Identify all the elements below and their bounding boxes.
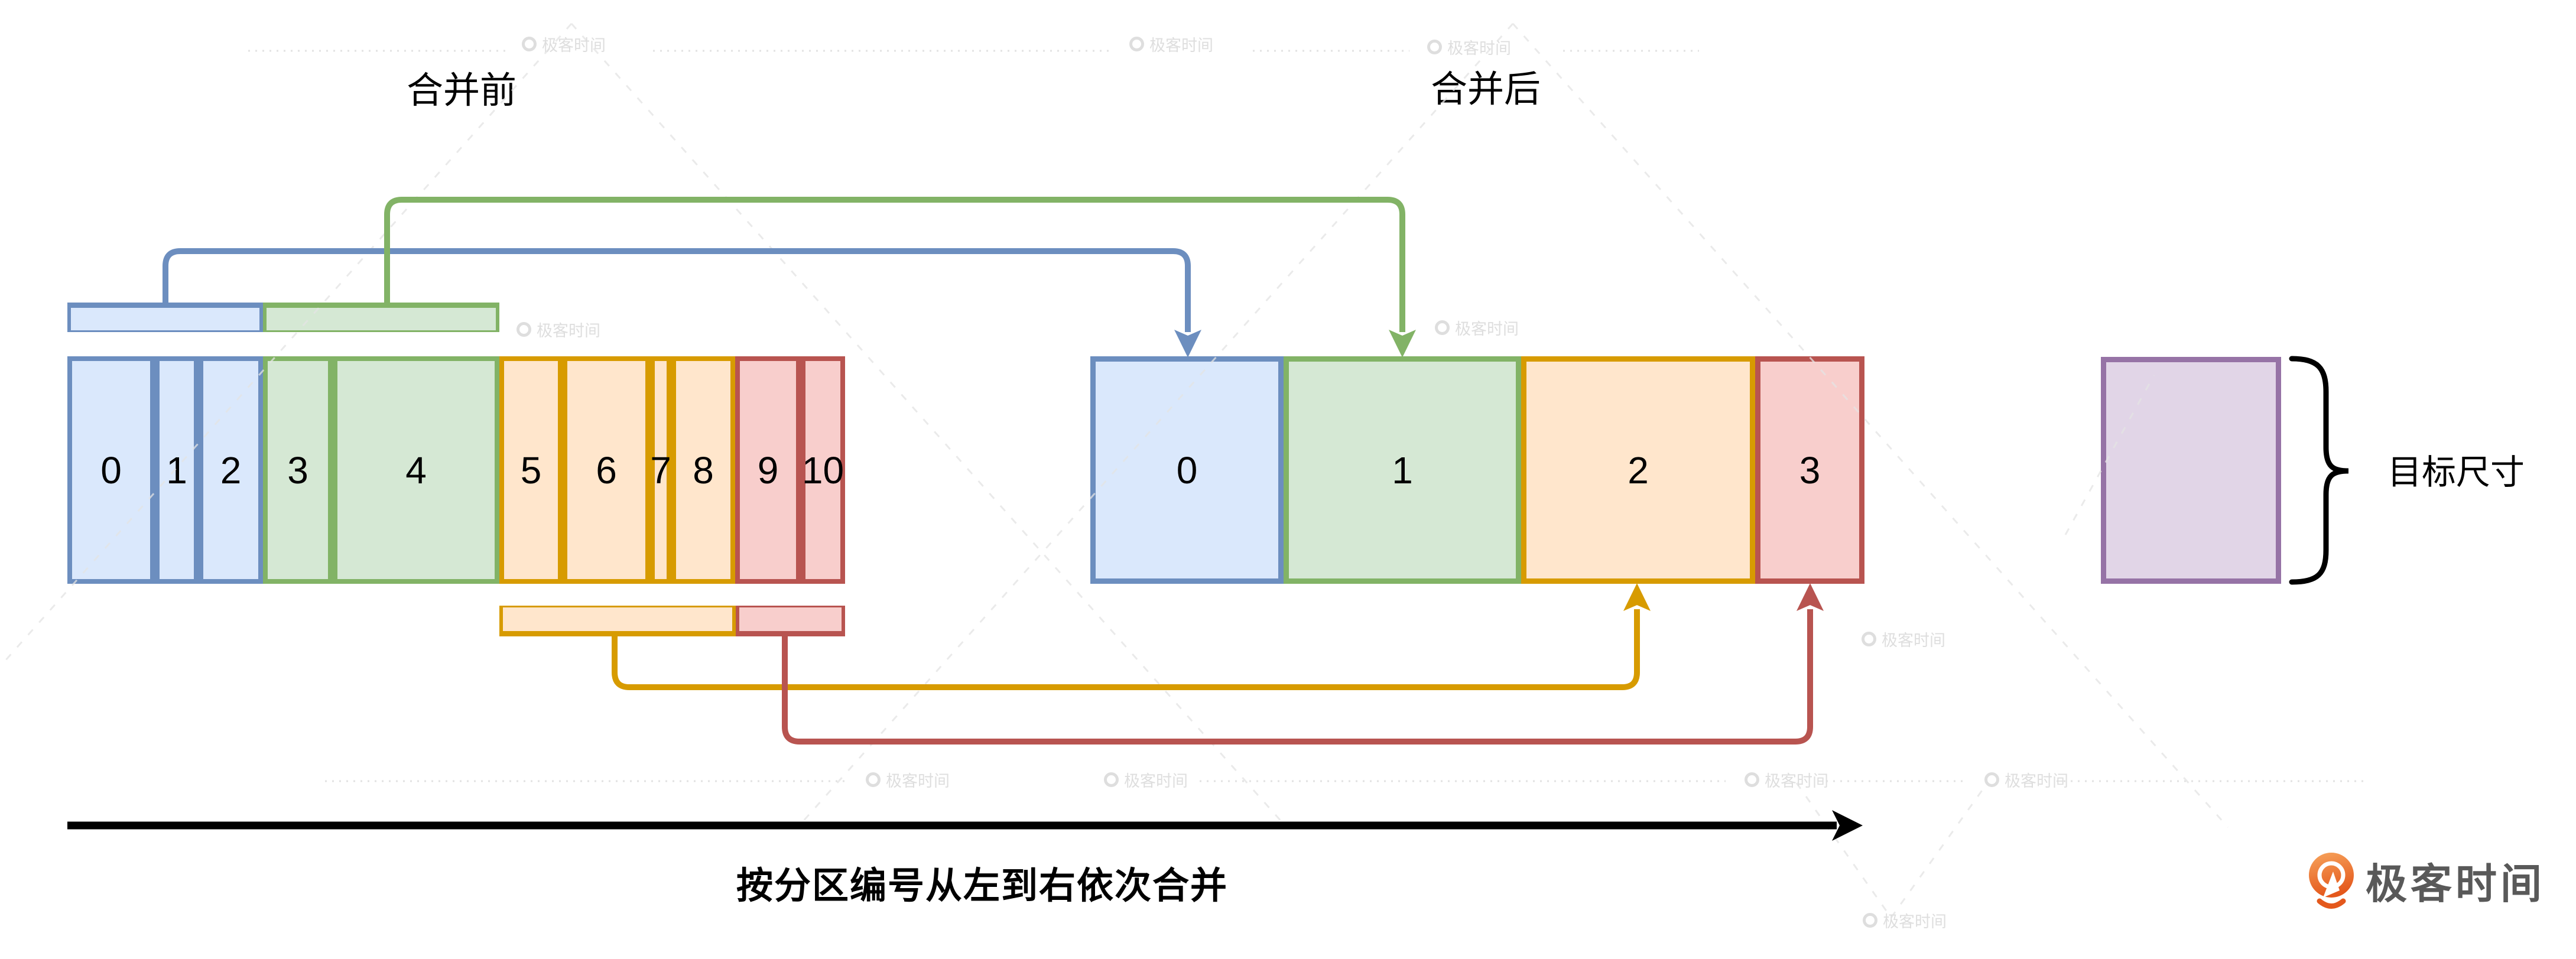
merge-order-caption: 按分区编号从左到右依次合并 [736, 866, 1229, 906]
geektime-logo: 极客时间 [2307, 851, 2545, 911]
logo-pin-smile [2317, 898, 2346, 909]
logo-pin-ball [2309, 852, 2354, 898]
target-size-label: 目标尺寸 [2387, 453, 2525, 492]
title-after-merge: 合并后 [1430, 69, 1541, 110]
title-before-merge: 合并前 [406, 70, 517, 111]
geektime-logo-text: 极客时间 [2366, 861, 2545, 907]
geektime-logo-icon [2309, 852, 2354, 909]
logo-pin-wedge [2323, 871, 2340, 898]
